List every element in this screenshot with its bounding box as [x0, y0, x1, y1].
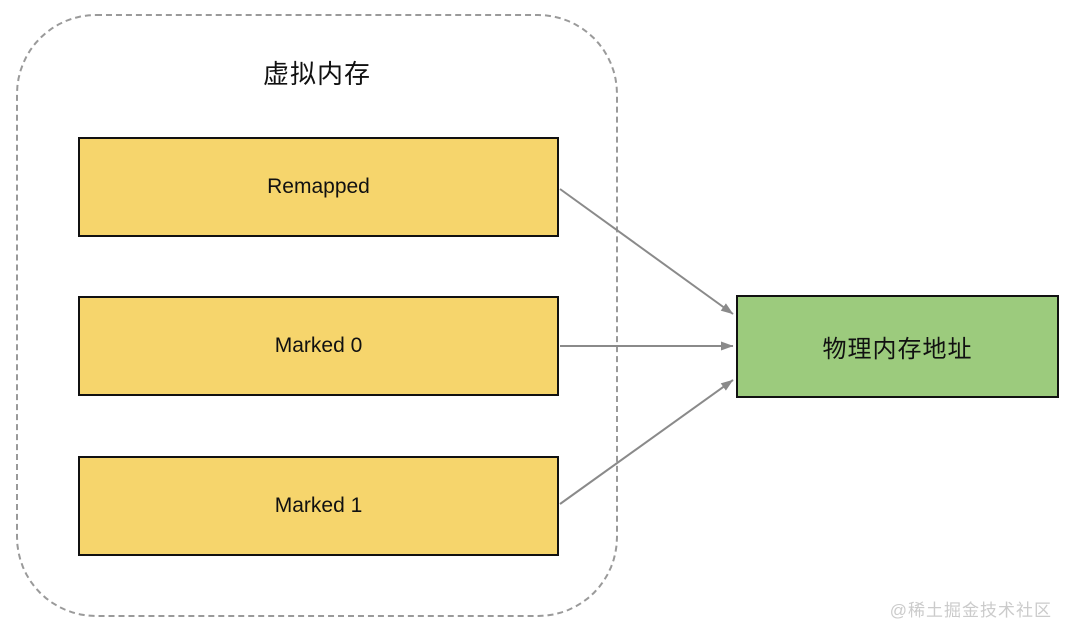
block-marked-0: Marked 0	[78, 296, 559, 396]
virtual-memory-group: 虚拟内存	[16, 14, 618, 617]
block-physical-memory: 物理内存地址	[736, 295, 1059, 398]
watermark: @稀土掘金技术社区	[889, 601, 1052, 620]
block-marked-1: Marked 1	[78, 456, 559, 556]
block-remapped-label: Remapped	[267, 175, 370, 198]
block-marked-0-label: Marked 0	[274, 334, 363, 357]
block-marked-1-label: Marked 1	[274, 494, 363, 517]
physical-memory-label: 物理内存地址	[822, 336, 973, 363]
block-remapped: Remapped	[78, 137, 559, 237]
virtual-memory-title: 虚拟内存	[262, 59, 371, 89]
